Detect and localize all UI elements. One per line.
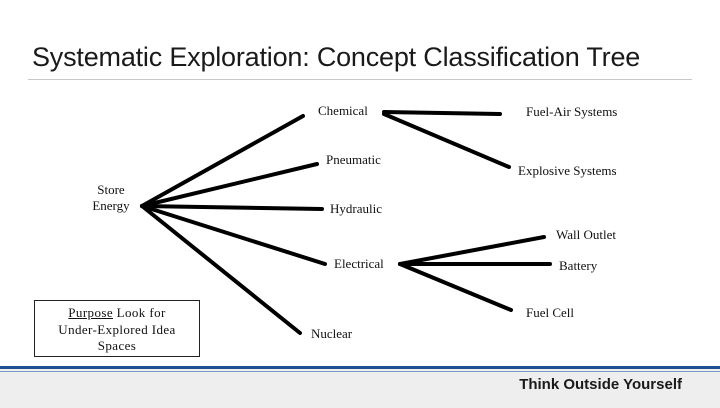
node-battery: Battery bbox=[559, 258, 598, 273]
purpose-line-1: Purpose Look for bbox=[35, 305, 199, 322]
node-pneumatic: Pneumatic bbox=[326, 152, 381, 167]
root-line-1: Store bbox=[97, 182, 125, 197]
node-fuel-air-systems: Fuel-Air Systems bbox=[526, 104, 618, 119]
edge-chemical-fuelair bbox=[382, 110, 502, 116]
purpose-line-2: Under-Explored Idea bbox=[58, 321, 176, 337]
node-nuclear: Nuclear bbox=[311, 326, 353, 341]
edge-electrical-walloutlet bbox=[398, 235, 546, 266]
footer-band bbox=[0, 366, 720, 408]
node-hydraulic: Hydraulic bbox=[330, 201, 382, 216]
node-wall-outlet: Wall Outlet bbox=[556, 227, 616, 242]
purpose-box: Purpose Look for Under-Explored Idea Spa… bbox=[34, 300, 200, 357]
purpose-line-1-rest: Look for bbox=[113, 305, 166, 320]
edge-electrical-fuelcell bbox=[398, 262, 513, 312]
edge-root-nuclear bbox=[140, 204, 302, 335]
node-chemical: Chemical bbox=[318, 103, 368, 118]
slide-title: Systematic Exploration: Concept Classifi… bbox=[32, 42, 641, 72]
node-electrical: Electrical bbox=[334, 256, 384, 271]
node-fuel-cell: Fuel Cell bbox=[526, 305, 575, 320]
edge-root-chemical bbox=[140, 114, 305, 208]
root-line-2: Energy bbox=[92, 198, 130, 213]
purpose-label: Purpose bbox=[68, 305, 113, 320]
footer-accent-line bbox=[0, 371, 720, 372]
edge-chemical-explosive bbox=[382, 112, 511, 169]
node-explosive-systems: Explosive Systems bbox=[518, 163, 617, 178]
title-divider bbox=[28, 79, 692, 80]
edge-root-electrical bbox=[140, 204, 327, 266]
root-node: Store Energy bbox=[86, 182, 136, 214]
footer-tagline: Think Outside Yourself bbox=[519, 376, 682, 393]
purpose-line-3: Spaces bbox=[97, 338, 137, 353]
edge-root-pneumatic bbox=[140, 162, 319, 208]
edge-root-hydraulic bbox=[140, 204, 324, 211]
